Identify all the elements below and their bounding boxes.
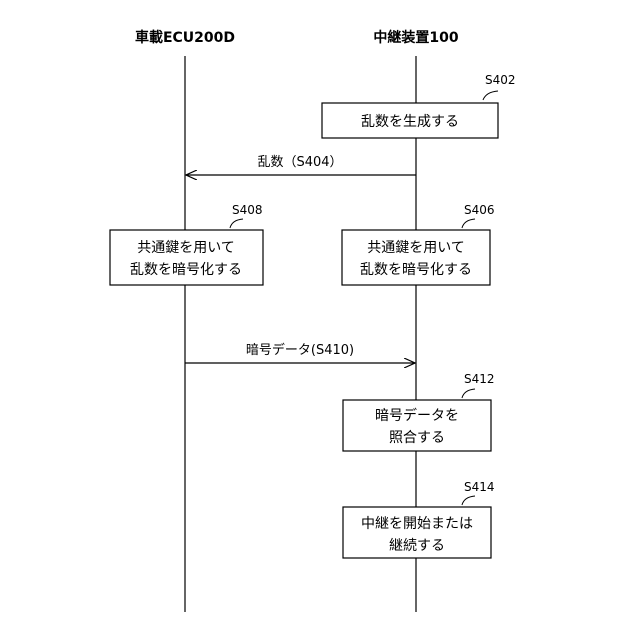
step-id-s408: S408 bbox=[232, 203, 263, 217]
step-callout-s414 bbox=[462, 496, 475, 505]
lane-header-vehicle-ecu: 車載ECU200D bbox=[135, 29, 235, 46]
step-s412: 暗号データを 照合する S412 bbox=[343, 372, 495, 451]
step-id-s402: S402 bbox=[485, 73, 516, 87]
message-s404: 乱数（S404） bbox=[186, 155, 416, 175]
step-id-s406: S406 bbox=[464, 203, 495, 217]
process-text-s412-line1: 暗号データを bbox=[375, 407, 459, 424]
step-callout-s402 bbox=[483, 91, 498, 100]
step-s406: 共通鍵を用いて 乱数を暗号化する S406 bbox=[342, 203, 495, 285]
step-callout-s412 bbox=[462, 389, 475, 398]
message-label-s410: 暗号データ(S410) bbox=[246, 342, 354, 358]
lane-header-relay-device: 中継装置100 bbox=[373, 29, 458, 46]
process-text-s414-line2: 継続する bbox=[389, 537, 445, 554]
step-id-s412: S412 bbox=[464, 372, 495, 386]
process-text-s406-line2: 乱数を暗号化する bbox=[360, 262, 472, 278]
process-text-s408-line2: 乱数を暗号化する bbox=[130, 262, 242, 278]
process-text-s412-line2: 照合する bbox=[389, 430, 445, 446]
process-text-s408-line1: 共通鍵を用いて bbox=[137, 240, 235, 256]
step-s414: 中継を開始または 継続する S414 bbox=[343, 480, 495, 558]
process-text-s414-line1: 中継を開始または bbox=[361, 516, 473, 532]
process-text-s406-line1: 共通鍵を用いて bbox=[367, 240, 465, 256]
step-callout-s406 bbox=[462, 219, 475, 228]
process-text-s402: 乱数を生成する bbox=[361, 114, 459, 130]
step-callout-s408 bbox=[230, 219, 243, 228]
step-id-s414: S414 bbox=[464, 480, 495, 494]
message-s410: 暗号データ(S410) bbox=[185, 342, 415, 363]
message-label-s404: 乱数（S404） bbox=[257, 155, 342, 170]
step-s402: 乱数を生成する S402 bbox=[322, 73, 516, 138]
step-s408: 共通鍵を用いて 乱数を暗号化する S408 bbox=[110, 203, 263, 285]
